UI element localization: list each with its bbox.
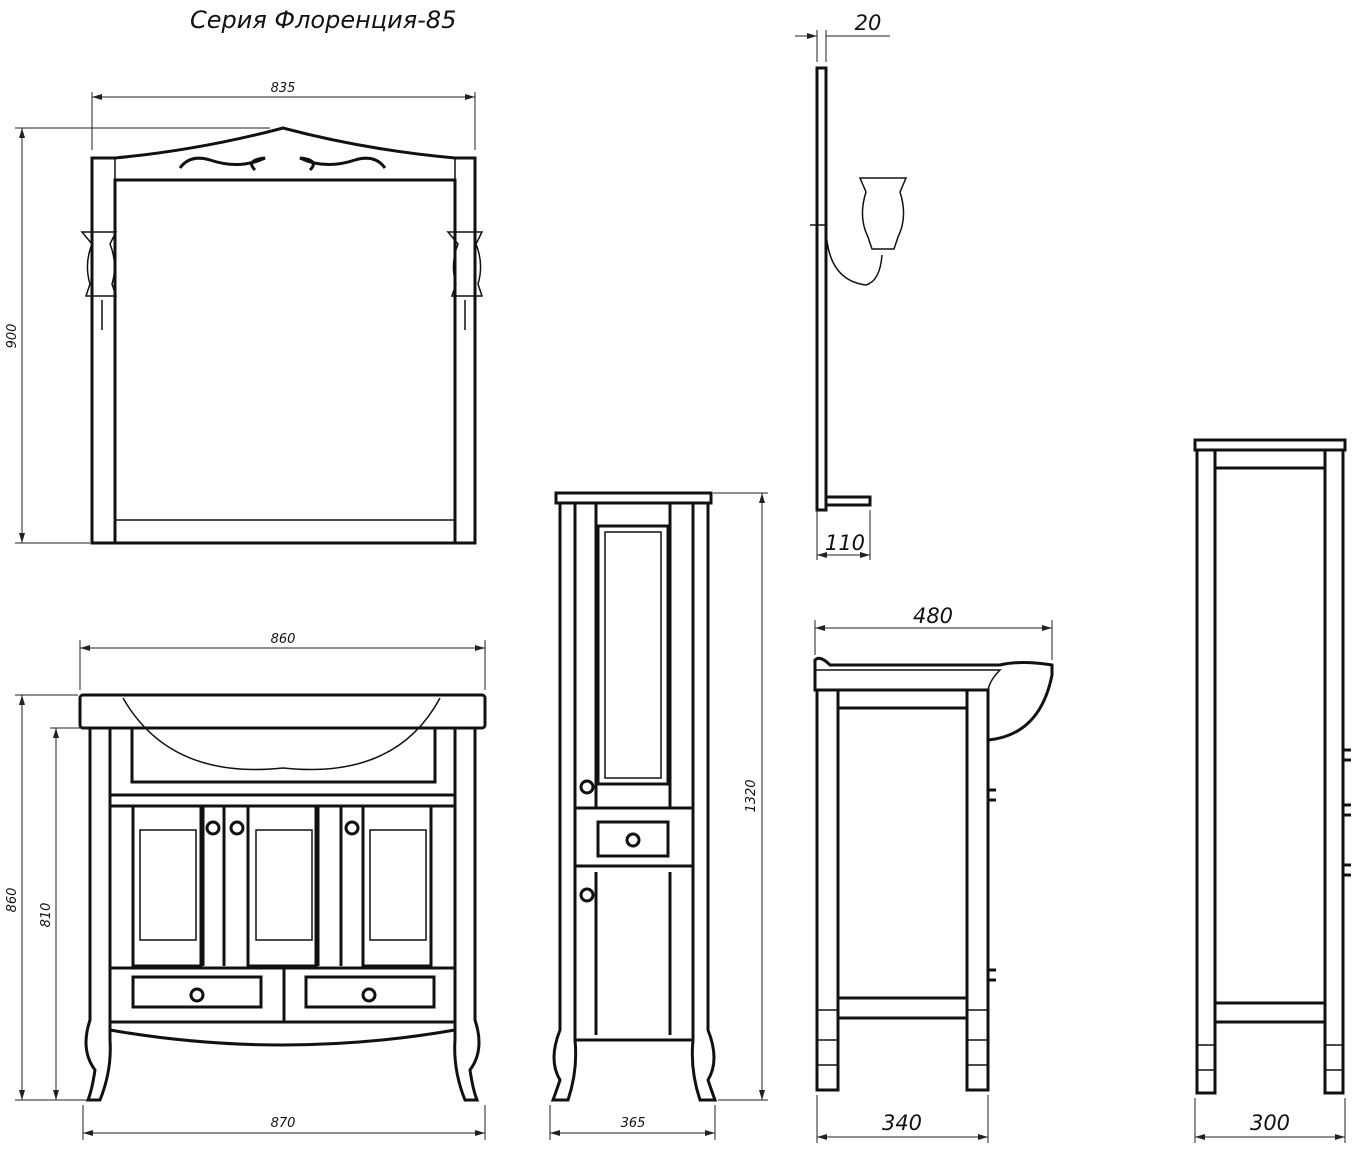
mirror-height-dimension: 900 (5, 324, 20, 349)
vanity-side-view: 480 340 (813, 604, 1054, 1143)
tall-cabinet-front-view: 1320 365 (549, 491, 768, 1140)
mirror-width-dimension: 835 (271, 81, 296, 96)
tall-cabinet-width-dimension: 365 (621, 1116, 646, 1131)
tall-cabinet-side-view: 300 (1193, 438, 1351, 1143)
shelf-depth-dimension: 110 (825, 531, 865, 555)
sconce-icon (80, 231, 118, 330)
page-title: Серия Флоренция-85 (190, 6, 456, 34)
sconce-icon (446, 231, 484, 330)
mirror-front-view: 835 900 (5, 81, 484, 545)
drawer-knob-icon (189, 987, 205, 1003)
vanity-front-view: 860 860 810 870 (5, 632, 487, 1140)
door-knob-icon (344, 820, 360, 836)
door-knob-icon (579, 779, 595, 795)
door-knob-icon (229, 820, 245, 836)
drawer-knob-icon (625, 832, 641, 848)
vanity-total-height-dimension: 860 (5, 888, 20, 913)
vanity-top-width-dimension: 860 (271, 632, 296, 647)
vanity-base-width-dimension: 870 (271, 1116, 296, 1131)
door-knob-icon (205, 820, 221, 836)
door-knob-icon (579, 887, 595, 903)
mirror-thickness-dimension: 20 (855, 11, 882, 35)
vanity-body-height-dimension: 810 (39, 903, 54, 928)
drawer-knob-icon (361, 987, 377, 1003)
vanity-top-depth-dimension: 480 (913, 604, 953, 628)
tall-cabinet-height-dimension: 1320 (744, 779, 759, 812)
tall-cabinet-depth-dimension: 300 (1250, 1111, 1290, 1135)
mirror-side-view: 20 110 (795, 11, 908, 560)
vanity-body-depth-dimension: 340 (882, 1111, 922, 1135)
